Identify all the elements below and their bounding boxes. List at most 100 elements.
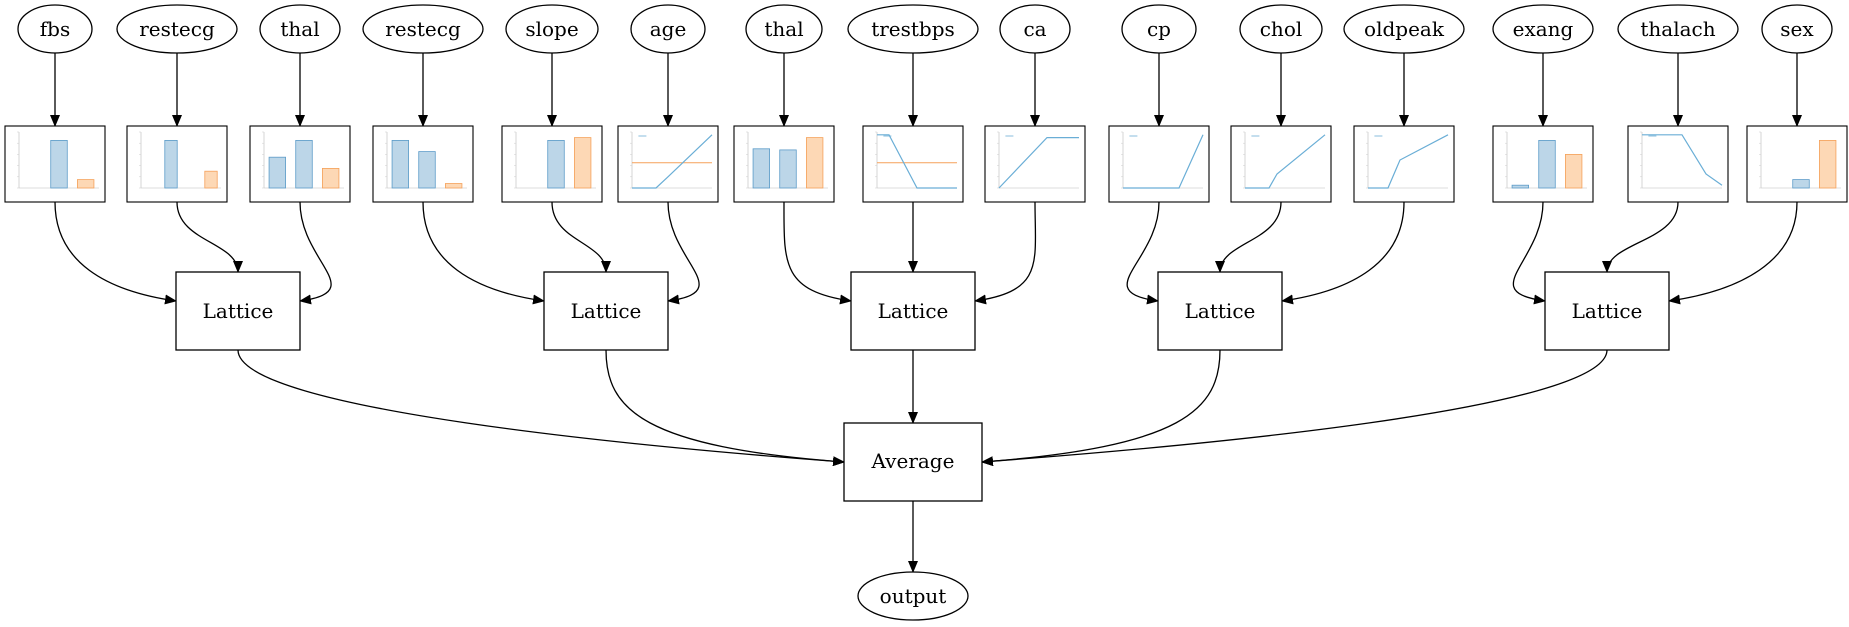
- lattice-node-3: Lattice: [850, 271, 976, 351]
- plot-bar: [806, 137, 824, 189]
- edge-lattice-average: [981, 349, 1608, 467]
- feature-node-cp: cp: [1121, 4, 1197, 54]
- feature-label: thalach: [1640, 17, 1715, 41]
- edge-plot-lattice: [1126, 201, 1160, 305]
- plot-bar: [444, 183, 463, 189]
- edge-plot-lattice: [422, 201, 545, 305]
- plot-thumbnail: [1108, 125, 1210, 203]
- plot-bar: [418, 151, 436, 189]
- edge-plot-lattice: [1281, 201, 1405, 305]
- plot-bar: [1538, 139, 1556, 189]
- feature-label: thal: [764, 17, 803, 41]
- average-node: Average: [843, 422, 983, 502]
- plot-bar: [574, 137, 592, 189]
- feature-node-thalach: thalach: [1617, 4, 1739, 54]
- plot-curve: [1245, 134, 1326, 189]
- output-label: output: [880, 584, 947, 608]
- feature-node-chol: chol: [1239, 4, 1323, 54]
- feature-node-thal: thal: [745, 4, 823, 54]
- lattice-label: Lattice: [1572, 299, 1643, 323]
- feature-node-oldpeak: oldpeak: [1343, 4, 1465, 54]
- calibration-plots: [4, 125, 1848, 203]
- plot-curve: [1123, 134, 1204, 189]
- feature-label: sex: [1780, 17, 1814, 41]
- plot-curve: [998, 137, 1079, 189]
- edge-lattice-average: [605, 349, 845, 467]
- plot-frame: [1627, 125, 1729, 203]
- feature-nodes: fbs restecg thal restecg slope age thal trestbp…: [17, 4, 1833, 54]
- plot-curve: [1642, 134, 1723, 186]
- plot-bar: [295, 139, 313, 189]
- plot-curve: [632, 134, 713, 189]
- plot-bar: [321, 167, 340, 189]
- feature-label: age: [650, 17, 687, 41]
- edge-plot-lattice: [974, 201, 1037, 305]
- feature-label: slope: [525, 17, 578, 41]
- plot-bar: [547, 139, 565, 189]
- plot-thumbnail: [126, 125, 228, 203]
- feature-node-trestbps: trestbps: [847, 4, 979, 54]
- edge-plot-lattice: [667, 201, 700, 305]
- edge-plot-lattice: [176, 201, 243, 273]
- plot-bar: [752, 148, 770, 189]
- plot-thumbnail: [733, 125, 835, 203]
- plot-bar: [268, 156, 287, 189]
- lattice-node-2: Lattice: [543, 271, 669, 351]
- lattice-node-1: Lattice: [175, 271, 301, 351]
- plot-thumbnail: [1627, 125, 1729, 203]
- feature-node-slope: slope: [505, 4, 599, 54]
- lattice-label: Lattice: [1185, 299, 1256, 323]
- feature-label: exang: [1513, 17, 1574, 41]
- feature-node-sex: sex: [1761, 4, 1833, 54]
- feature-node-restecg: restecg: [362, 4, 484, 54]
- feature-label: thal: [280, 17, 319, 41]
- plot-frame: [862, 125, 964, 203]
- plot-curve: [877, 134, 957, 189]
- plot-bar: [204, 170, 218, 189]
- plot-thumbnail: [1230, 125, 1332, 203]
- feature-label: oldpeak: [1364, 17, 1445, 41]
- plot-bar: [50, 139, 68, 189]
- plot-frame: [617, 125, 719, 203]
- plot-bar: [77, 179, 95, 189]
- plot-thumbnail: [984, 125, 1086, 203]
- feature-label: cp: [1147, 17, 1171, 41]
- lattice-label: Lattice: [878, 299, 949, 323]
- feature-label: fbs: [40, 17, 70, 41]
- edges: [50, 53, 1802, 573]
- edge-plot-lattice: [299, 201, 332, 305]
- plot-frame: [1353, 125, 1455, 203]
- plot-bar: [1565, 153, 1583, 189]
- plot-bar: [779, 149, 797, 189]
- plot-thumbnail: [617, 125, 719, 203]
- plot-frame: [984, 125, 1086, 203]
- feature-node-age: age: [630, 4, 706, 54]
- plot-frame: [1108, 125, 1210, 203]
- plot-thumbnail: [1353, 125, 1455, 203]
- plot-bar: [391, 139, 410, 189]
- feature-label: restecg: [385, 17, 461, 41]
- edge-plot-lattice: [1512, 201, 1546, 305]
- output-node: output: [857, 571, 969, 621]
- lattice-node-5: Lattice: [1544, 271, 1670, 351]
- plot-bar: [1819, 139, 1837, 189]
- average-label: Average: [871, 449, 955, 473]
- edge-plot-lattice: [551, 201, 611, 273]
- edge-plot-lattice: [1215, 201, 1282, 273]
- lattice-label: Lattice: [203, 299, 274, 323]
- plot-curve: [1368, 134, 1449, 189]
- plot-frame: [1230, 125, 1332, 203]
- feature-node-restecg: restecg: [116, 4, 238, 54]
- plot-thumbnail: [501, 125, 603, 203]
- plot-bar: [1792, 179, 1810, 189]
- feature-label: restecg: [139, 17, 215, 41]
- plot-thumbnail: [372, 125, 474, 203]
- feature-node-exang: exang: [1492, 4, 1594, 54]
- plot-thumbnail: [1492, 125, 1594, 203]
- plot-thumbnail: [249, 125, 351, 203]
- feature-label: ca: [1023, 17, 1046, 41]
- edge-plot-lattice: [783, 201, 852, 305]
- feature-label: chol: [1260, 17, 1303, 41]
- plot-thumbnail: [1746, 125, 1848, 203]
